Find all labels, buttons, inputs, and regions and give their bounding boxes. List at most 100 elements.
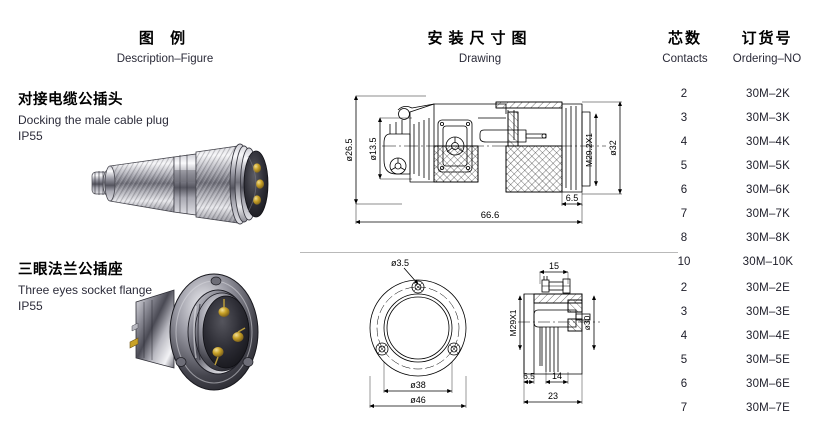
svg-text:6.5: 6.5	[523, 371, 535, 381]
contact-pin	[232, 332, 244, 342]
dim-section-step: 6.5	[523, 371, 535, 384]
svg-text:M29X1: M29X1	[508, 309, 518, 336]
cell-ordering-no: 30M–2E	[745, 282, 791, 294]
column-header-ordering-cn: 订货号	[741, 30, 793, 47]
dim-section-thread: M29X1	[508, 295, 522, 350]
dim-outer-diameter: ø26.5	[344, 95, 426, 205]
dim-section-overall: 23	[523, 374, 583, 404]
svg-text:ø32: ø32	[608, 140, 618, 156]
product-ip-rating: IP55	[18, 129, 43, 144]
svg-text:ø13.5: ø13.5	[368, 137, 378, 160]
cell-ordering-no: 30M–6K	[745, 184, 791, 196]
column-header-description-cn: 图 例	[138, 30, 192, 47]
cell-ordering-no: 30M–5E	[745, 354, 791, 366]
column-header-drawing-en: Drawing	[458, 53, 502, 65]
column-header-drawing-cn: 安装尺寸图	[427, 30, 533, 47]
column-header-ordering: 订货号 Ordering–NO	[722, 30, 812, 66]
product-photo-flange-socket	[118, 272, 290, 394]
svg-text:ø46: ø46	[410, 395, 426, 405]
cell-contacts: 4	[680, 330, 688, 342]
table-row: 5 30M–5K	[645, 154, 813, 178]
cell-contacts: 7	[680, 208, 688, 220]
cell-contacts: 5	[680, 354, 688, 366]
table-row: 5 30M–5E	[645, 348, 813, 372]
column-header-description: 图 例 Description–Figure	[60, 30, 270, 66]
table-row: 10 30M–10K	[645, 250, 813, 274]
svg-text:6.5: 6.5	[566, 193, 579, 203]
cell-contacts: 4	[680, 136, 688, 148]
socket-face-with-pins	[202, 295, 250, 369]
dim-shell-diameter: ø32	[582, 101, 622, 195]
dim-section-inner-length: 14	[545, 371, 569, 384]
column-header-contacts-en: Contacts	[662, 53, 708, 65]
table-row: 7 30M–7K	[645, 202, 813, 226]
rear-knurled-barrel	[104, 151, 175, 213]
drawing-flange-socket-dimensions: ø3.5 ø38 ø46	[338, 256, 650, 418]
contact-pin	[253, 163, 261, 173]
cell-ordering-no: 30M–3K	[745, 112, 791, 124]
column-header-contacts: 芯数 Contacts	[645, 30, 725, 66]
dim-bolt-circle: ø38	[383, 362, 453, 393]
svg-text:M29.2X1: M29.2X1	[584, 133, 594, 167]
dim-screw-length: 15	[539, 261, 569, 284]
svg-text:14: 14	[552, 371, 562, 381]
table-row: 6 30M–6E	[645, 372, 813, 396]
cell-ordering-no: 30M–2K	[745, 88, 791, 100]
column-header-ordering-en: Ordering–NO	[732, 53, 802, 65]
cell-contacts: 5	[680, 160, 688, 172]
cell-ordering-no: 30M–6E	[745, 378, 791, 390]
column-header-drawing: 安装尺寸图 Drawing	[380, 30, 580, 66]
cell-contacts: 2	[680, 88, 688, 100]
socket-rear-body	[129, 289, 175, 369]
product-title-en: Docking the male cable plug	[18, 113, 169, 127]
drawing-shaft	[434, 103, 507, 119]
product-title-en: Three eyes socket flange	[18, 283, 153, 297]
product-title-cn: 三眼法兰公插座	[18, 262, 123, 278]
dim-flange-diameter: ø46	[369, 376, 467, 408]
table-row: 2 30M–2E	[645, 276, 813, 300]
svg-text:15: 15	[549, 261, 559, 271]
front-coupling-nut	[195, 141, 239, 224]
flange-front-view: ø3.5 ø38 ø46	[369, 258, 467, 408]
cell-ordering-no: 30M–10K	[742, 256, 794, 268]
connector-face-with-pins	[243, 150, 269, 218]
mid-coupler-ring	[173, 153, 197, 216]
dim-section-diameter: ø30	[582, 295, 596, 350]
drawing-knurl-section-1	[433, 145, 479, 183]
product-description-male-cable-plug: 对接电缆公插头 Docking the male cable plug IP55	[18, 88, 169, 144]
contact-pin	[256, 179, 264, 189]
contact-pin	[218, 307, 230, 317]
mounting-hole	[242, 357, 254, 367]
dim-inner-diameter: ø13.5	[368, 117, 412, 180]
mounting-hole	[210, 276, 222, 286]
cell-ordering-no: 30M–5K	[745, 160, 791, 172]
dim-shell-length: 6.5	[561, 192, 583, 206]
cell-contacts: 3	[680, 112, 688, 124]
drawing-knurl-section-2	[505, 145, 563, 193]
cell-contacts: 10	[677, 256, 691, 268]
product-photo-male-cable-plug	[88, 126, 288, 240]
table-row: 2 30M–2K	[645, 82, 813, 106]
section-contact-pins	[539, 327, 559, 372]
cell-contacts: 6	[680, 378, 688, 390]
drawing-contact-section	[479, 101, 563, 147]
flange-section-view: 15	[508, 261, 600, 404]
cell-ordering-no: 30M–8K	[745, 232, 791, 244]
cell-contacts: 2	[680, 282, 688, 294]
cell-ordering-no: 30M–7K	[745, 208, 791, 220]
cell-ordering-no: 30M–4E	[745, 330, 791, 342]
cell-ordering-no: 30M–3E	[745, 306, 791, 318]
svg-text:66.6: 66.6	[481, 210, 500, 221]
product-description-flange-socket: 三眼法兰公插座 Three eyes socket flange IP55	[18, 258, 152, 314]
svg-text:23: 23	[548, 391, 558, 401]
contact-pin	[212, 347, 224, 357]
cell-ordering-no: 30M–7E	[745, 402, 791, 414]
cell-contacts: 3	[680, 306, 688, 318]
